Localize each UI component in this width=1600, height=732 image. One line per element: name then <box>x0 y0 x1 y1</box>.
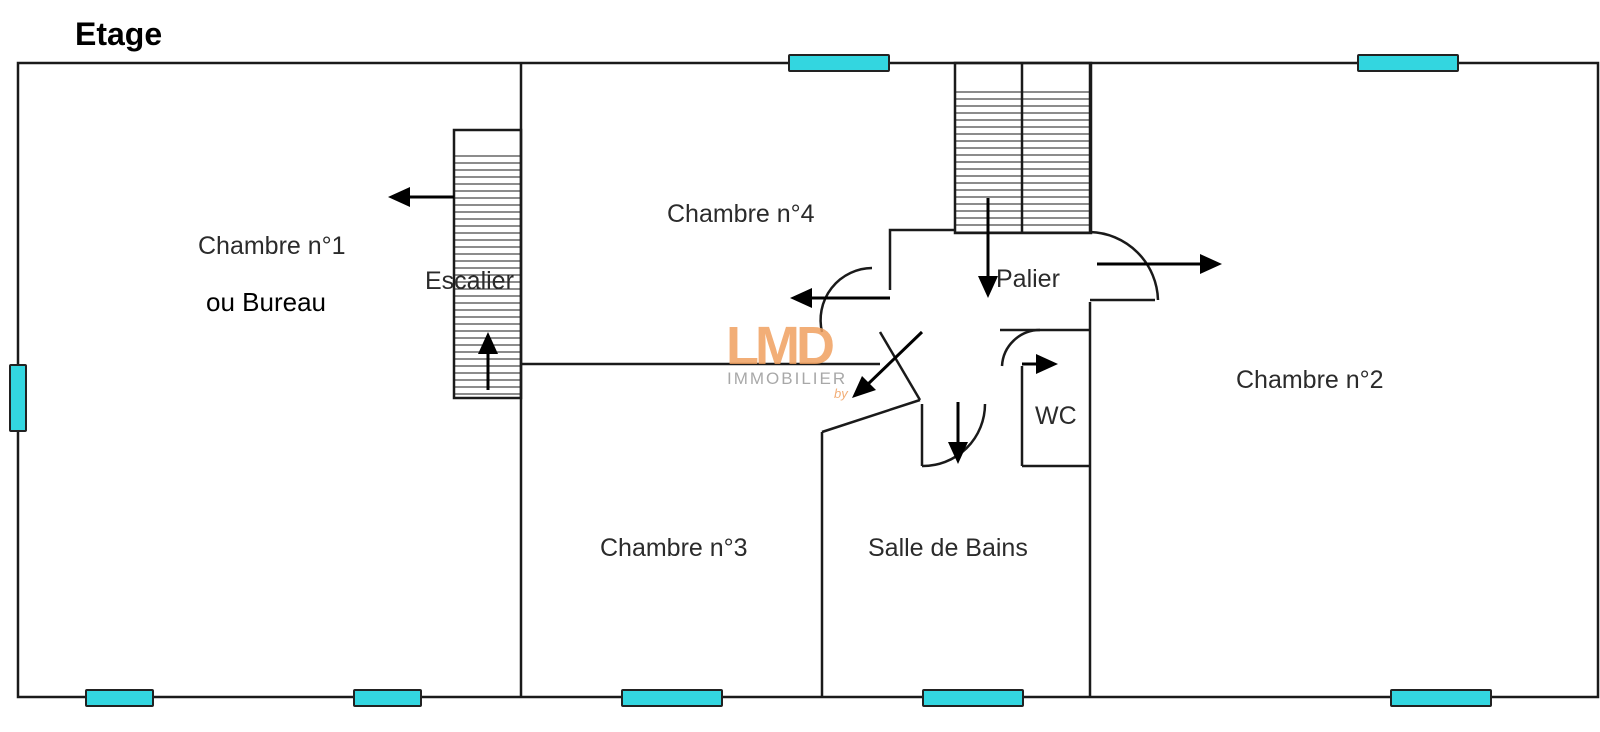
arrow-to-wc <box>1022 354 1058 374</box>
window-top-2 <box>1357 54 1459 72</box>
plan-title: Etage <box>75 16 163 52</box>
arrow-to-salle-de-bains <box>948 402 968 464</box>
arrow-up-escalier <box>478 332 498 390</box>
label-chambre1-sub: ou Bureau <box>206 287 326 317</box>
wall-sdb-angle <box>821 398 921 434</box>
label-escalier: Escalier <box>425 267 514 295</box>
label-chambre3: Chambre n°3 <box>600 534 748 562</box>
label-chambre4: Chambre n°4 <box>667 200 815 228</box>
palier-steps <box>955 91 1091 233</box>
arrow-to-chambre3 <box>852 330 924 398</box>
window-bottom-4 <box>922 689 1024 707</box>
arrow-to-chambre1 <box>388 187 454 207</box>
watermark-by: by <box>834 386 849 401</box>
window-bottom-1 <box>85 689 154 707</box>
wall-palier-left <box>888 228 955 290</box>
escalier-stairs <box>452 128 523 400</box>
escalier-steps <box>454 155 521 395</box>
arrow-to-chambre4 <box>790 288 890 308</box>
door-wc <box>1000 328 1041 367</box>
label-chambre2: Chambre n°2 <box>1236 366 1384 394</box>
window-bottom-2 <box>353 689 422 707</box>
label-salle-de-bains: Salle de Bains <box>868 534 1028 562</box>
arrow-to-chambre2 <box>1097 254 1222 274</box>
watermark-sub: IMMOBILIER <box>727 369 847 388</box>
door-chambre4 <box>819 266 873 333</box>
label-chambre1: Chambre n°1 <box>198 232 346 260</box>
arrow-down-stairs-top <box>978 198 998 298</box>
door-chambre2 <box>1089 230 1160 301</box>
label-wc: WC <box>1035 402 1077 430</box>
door-salle-de-bains <box>921 403 987 468</box>
watermark-brand: LMD <box>726 316 833 376</box>
window-top-1 <box>788 54 890 72</box>
window-bottom-5 <box>1390 689 1492 707</box>
label-palier: Palier <box>996 265 1060 293</box>
window-bottom-3 <box>621 689 723 707</box>
window-left <box>9 364 27 432</box>
lmd-watermark-logo: LMD IMMOBILIER by <box>726 316 849 401</box>
wall-palier-diagonal <box>878 331 922 401</box>
